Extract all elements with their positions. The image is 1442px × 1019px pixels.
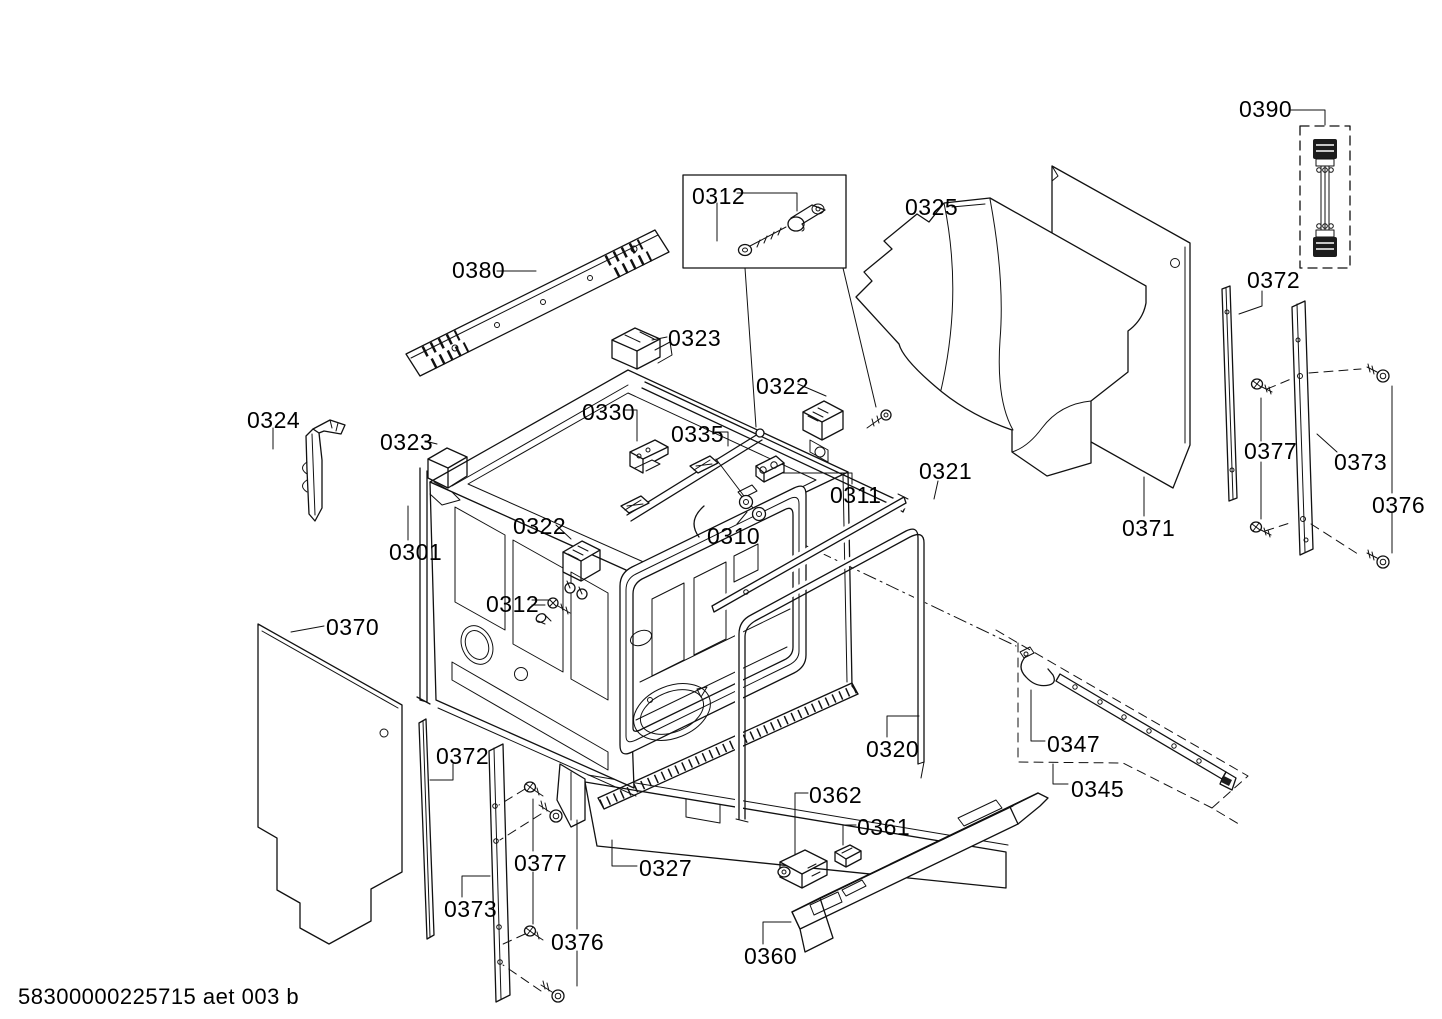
callout-0322-right: 0322: [756, 373, 810, 399]
part-0362-latch: [777, 849, 828, 889]
callout-0310: 0310: [707, 523, 761, 549]
part-0322-bracket-left-mid: [562, 540, 601, 600]
part-0345-fastening-set: [995, 629, 1249, 827]
callout-0377-right: 0377: [1244, 438, 1298, 464]
callout-0322-left: 0322: [513, 513, 567, 539]
part-0324-side-bracket: [302, 419, 346, 522]
callout-0347: 0347: [1047, 731, 1101, 757]
callout-0362: 0362: [809, 782, 863, 808]
part-0372-trim-strip-left: [418, 718, 435, 940]
part-0312-screw-right: [866, 409, 892, 429]
part-0380-top-plate: [405, 229, 670, 377]
document-code: 58300000225715 aet 003 b: [18, 984, 300, 1009]
callout-0376-left: 0376: [551, 929, 605, 955]
callout-0370: 0370: [326, 614, 380, 640]
callout-0324: 0324: [247, 407, 301, 433]
callout-0372-right: 0372: [1247, 267, 1301, 293]
part-0345-rail: [1055, 673, 1227, 780]
callout-0371: 0371: [1122, 515, 1176, 541]
part-0360-base-channel: [791, 792, 1049, 953]
callout-0360: 0360: [744, 943, 798, 969]
part-0330-clip: [629, 439, 669, 474]
callout-0320: 0320: [866, 736, 920, 762]
part-0310-roller-guide: [693, 458, 767, 538]
callout-0335: 0335: [671, 421, 725, 447]
part-0376-bolts-right: [1366, 363, 1390, 569]
part-0323-bracket-rear: [611, 327, 673, 370]
part-0390-hose-assembly: [1299, 125, 1351, 269]
callout-0380: 0380: [452, 257, 506, 283]
callout-0372-left: 0372: [436, 743, 490, 769]
callout-0373-right: 0373: [1334, 449, 1388, 475]
part-0311-clip: [755, 455, 785, 483]
part-0372-trim-strip-right: [1221, 285, 1238, 502]
part-0373-mounting-rail-left: [488, 743, 511, 1003]
part-0376-bolts-left: [538, 800, 565, 1003]
part-0335-rail: [620, 428, 765, 522]
part-0325-insulation-blanket: [855, 197, 1147, 477]
part-0377-screws-left: [523, 781, 544, 941]
part-0322-bracket-right: [802, 400, 844, 463]
part-0301-tub: [416, 327, 907, 810]
part-0370-side-panel: [257, 623, 403, 945]
callout-0327: 0327: [639, 855, 693, 881]
callout-0323-rear: 0323: [668, 325, 722, 351]
callout-0345: 0345: [1071, 776, 1125, 802]
callout-0312-side: 0312: [486, 591, 540, 617]
callout-leaders: [272, 109, 1393, 987]
assembly-dashes-left: [498, 788, 542, 992]
callout-0301: 0301: [389, 539, 443, 565]
callout-0325: 0325: [905, 194, 959, 220]
part-0312-screw-mid: [535, 597, 571, 625]
part-0320-door-gasket: [735, 525, 925, 823]
callout-0373-left: 0373: [444, 896, 498, 922]
callout-0390: 0390: [1239, 96, 1293, 122]
callout-0312-inset: 0312: [692, 183, 746, 209]
callout-0311: 0311: [830, 482, 882, 508]
callout-0376-right: 0376: [1372, 492, 1426, 518]
part-0312-fixing-kit-inset: [682, 174, 877, 428]
part-0323-bracket-left: [427, 447, 468, 506]
callout-0323-left: 0323: [380, 429, 434, 455]
part-0347-hook: [1019, 646, 1055, 687]
part-0373-mounting-rail-right: [1291, 300, 1314, 556]
callout-0377-left: 0377: [514, 850, 568, 876]
callout-0361: 0361: [857, 814, 911, 840]
callout-0321: 0321: [919, 458, 973, 484]
part-0377-screws-right: [1249, 378, 1273, 538]
callout-0330: 0330: [582, 399, 636, 425]
assembly-dashes-right: [1264, 368, 1362, 557]
part-0361-clip: [834, 844, 862, 868]
part-0321-door-strip: [710, 493, 909, 616]
